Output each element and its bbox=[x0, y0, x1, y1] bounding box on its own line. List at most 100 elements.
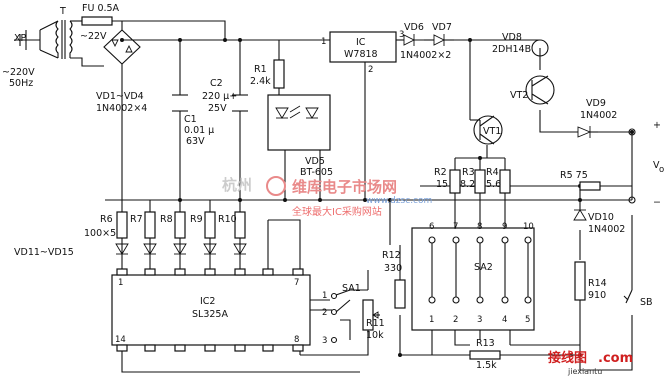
sa2-pin10: 10 bbox=[523, 222, 534, 232]
r7-name: R7 bbox=[130, 214, 143, 225]
transformer-label: T bbox=[59, 6, 66, 17]
watermark-tagline: 全球最大IC采购网站 bbox=[292, 205, 382, 218]
led-range-label: VD11~VD15 bbox=[14, 247, 74, 258]
ic-name: IC bbox=[356, 37, 366, 48]
r2-value: 15 bbox=[436, 179, 448, 190]
vout-label: V bbox=[653, 160, 660, 171]
ic-pin3: 3 bbox=[399, 30, 404, 40]
vd6-name: VD6 bbox=[404, 22, 424, 33]
r11-value: 10k bbox=[366, 330, 384, 341]
resistor-r12: R12 330 bbox=[382, 250, 406, 309]
c2-name: C2 bbox=[210, 78, 223, 89]
r1-value: 2.4k bbox=[250, 76, 271, 87]
mains-plug: XP ~220V 50Hz bbox=[2, 20, 59, 89]
watermark-brand: 维库电子市场网 bbox=[292, 178, 397, 196]
transistor-vt2: VT2 bbox=[510, 75, 555, 105]
ic-pin2: 2 bbox=[368, 65, 373, 75]
logo-text: 接线图 bbox=[548, 350, 587, 366]
sa1-pin1: 1 bbox=[322, 291, 327, 301]
r12-name: R12 bbox=[382, 250, 401, 261]
r4-name: R4 bbox=[486, 167, 499, 178]
ic-pin1: 1 bbox=[321, 37, 326, 47]
r3-name: R3 bbox=[462, 167, 475, 178]
vd8-name: VD8 bbox=[502, 32, 522, 43]
sa1-pin3: 3 bbox=[322, 336, 327, 346]
sa1-name: SA1 bbox=[342, 283, 361, 294]
plus-label: + bbox=[653, 120, 661, 131]
r3-value: 8.2 bbox=[460, 179, 475, 190]
c1-value: 0.01 μ bbox=[184, 125, 214, 136]
r6-name: R6 bbox=[100, 214, 113, 225]
sa2-pin6: 6 bbox=[429, 222, 434, 232]
vd7-name: VD7 bbox=[432, 22, 452, 33]
sa2-pin1: 1 bbox=[429, 315, 434, 325]
sb-label: SB bbox=[640, 297, 653, 308]
r9-name: R9 bbox=[190, 214, 203, 225]
capacitor-c2: C2 220 μ+ 25V bbox=[202, 78, 248, 114]
r14-value: 910 bbox=[588, 290, 606, 301]
c1-name: C1 bbox=[184, 114, 197, 125]
r6-value: 100×5 bbox=[84, 228, 116, 239]
resistors-r6-r10: R6 100×5 R7 R8 R9 R10 bbox=[84, 211, 246, 239]
watermark-url: www.dzsc.com bbox=[366, 196, 432, 206]
fuse-label: FU 0.5A bbox=[82, 3, 120, 14]
c1-voltage: 63V bbox=[186, 136, 205, 147]
switch-sa2: SA2 6 7 8 9 10 1 2 3 4 5 bbox=[411, 222, 535, 331]
resistor-r14: R14 910 bbox=[574, 261, 607, 301]
diodes-vd6-vd7: VD6 VD7 1N4002×2 bbox=[400, 22, 454, 61]
watermark-logo bbox=[266, 176, 286, 196]
optocoupler-vd5: VD5 BT-605 bbox=[267, 94, 333, 178]
vd10-name: VD10 bbox=[588, 212, 614, 223]
resistor-r13: R13 1.5k bbox=[469, 338, 501, 371]
vd67-part: 1N4002×2 bbox=[400, 50, 451, 61]
r2-name: R2 bbox=[434, 167, 447, 178]
resistor-r5: R5 75 bbox=[560, 170, 601, 191]
diode-vd9: VD9 1N4002 bbox=[577, 98, 617, 138]
vd9-part: 1N4002 bbox=[580, 110, 617, 121]
logo-url: jiexiantu bbox=[567, 367, 602, 376]
sa2-pin2: 2 bbox=[453, 315, 458, 325]
leds-vd11-vd15: VD11~VD15 bbox=[14, 243, 247, 258]
c2-voltage: 25V bbox=[208, 103, 227, 114]
resistor-r1: R1 2.4k bbox=[250, 59, 285, 89]
minus-label: − bbox=[653, 197, 661, 208]
ic2-pin14: 14 bbox=[115, 335, 126, 345]
output-terminals: + − V o bbox=[628, 120, 664, 208]
vd8-part: 2DH14B bbox=[492, 44, 531, 55]
plug-label: XP bbox=[14, 33, 27, 44]
r4-value: 5.6 bbox=[486, 179, 501, 190]
sa2-pin9: 9 bbox=[502, 222, 507, 232]
potentiometer-r11: R11 10k bbox=[362, 299, 385, 341]
site-logo: 接线图 .com jiexiantu bbox=[548, 350, 633, 376]
junctions bbox=[120, 38, 634, 357]
sa2-pin4: 4 bbox=[502, 315, 507, 325]
ic2-pin7: 7 bbox=[294, 278, 299, 288]
diode-vd10: VD10 1N4002 bbox=[573, 209, 625, 235]
vt1-name: VT1 bbox=[483, 126, 501, 137]
vd10-part: 1N4002 bbox=[588, 224, 625, 235]
r13-value: 1.5k bbox=[476, 360, 497, 371]
transistor-vt1: VT1 bbox=[473, 115, 503, 145]
r14-name: R14 bbox=[588, 278, 607, 289]
r11-name: R11 bbox=[366, 318, 385, 329]
r12-value: 330 bbox=[384, 263, 402, 274]
vd5-name: VD5 bbox=[305, 156, 325, 167]
ic2-pin8: 8 bbox=[294, 335, 299, 345]
vout-subscript: o bbox=[659, 165, 664, 175]
bridge-part: 1N4002×4 bbox=[96, 103, 147, 114]
secondary-voltage: ~22V bbox=[80, 31, 107, 42]
pushbutton-sb: SB bbox=[623, 289, 653, 308]
sa2-pin3: 3 bbox=[477, 315, 482, 325]
vd9-name: VD9 bbox=[586, 98, 606, 109]
bridge-rectifier: VD1~VD4 1N4002×4 bbox=[96, 29, 147, 114]
diode-vd8: VD8 2DH14B bbox=[492, 32, 549, 57]
capacitor-c1: C1 0.01 μ 63V bbox=[172, 94, 214, 147]
bridge-name: VD1~VD4 bbox=[96, 91, 144, 102]
mains-frequency: 50Hz bbox=[9, 78, 33, 89]
ic2-name: IC2 bbox=[200, 296, 215, 307]
c2-value: 220 μ+ bbox=[202, 91, 237, 102]
watermark-left: 杭州 bbox=[222, 176, 252, 194]
r8-name: R8 bbox=[160, 214, 173, 225]
regulator-ic: IC W7818 1 2 3 bbox=[321, 30, 404, 75]
r13-name: R13 bbox=[476, 338, 495, 349]
